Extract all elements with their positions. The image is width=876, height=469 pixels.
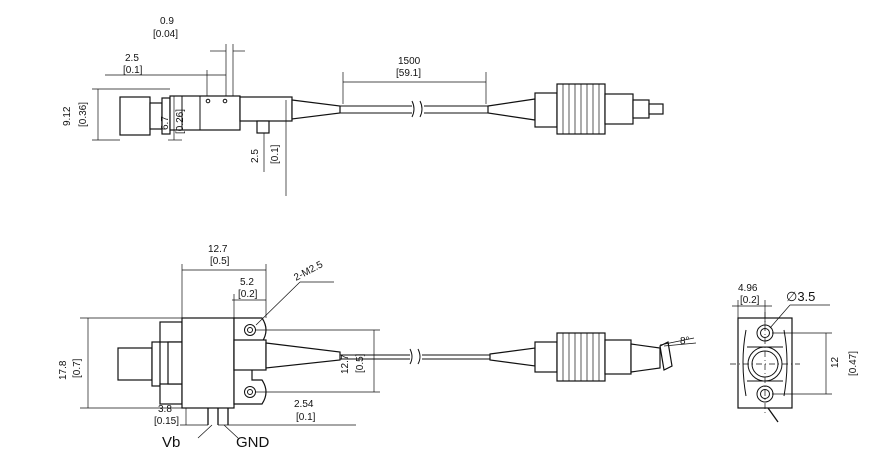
top-gap-mm: 0.9 (160, 16, 174, 27)
pin-label-gnd: GND (236, 434, 270, 451)
top-inner-in: [0.26] (175, 109, 186, 134)
front-pin-mm: 3.8 (158, 404, 172, 415)
top-ferrule-block (239, 96, 293, 122)
pin-label-vb: Vb (162, 434, 180, 451)
top-height-mm: 9.12 (62, 106, 73, 126)
side-width-in: [0.2] (740, 295, 760, 306)
top-laser-block (119, 96, 151, 136)
front-hole-span-in: [0.5] (355, 353, 366, 373)
front-view: 12.7 [0.5] 5.2 [0.2] 2-M2.5 17.8 [0.7] 1… (58, 244, 697, 451)
side-view: 4.96 [0.2] ∅3.5 12 [0.47] (730, 283, 859, 423)
side-height-in: [0.47] (848, 351, 859, 376)
top-pin-mm: 2.5 (250, 149, 261, 163)
front-hole-offset-mm: 5.2 (240, 277, 254, 288)
side-width-mm: 4.96 (738, 283, 758, 294)
front-pitch-in: [0.1] (296, 412, 316, 423)
front-mount-hole-top (244, 324, 256, 336)
front-angle: 8° (680, 336, 690, 347)
top-height-in: [0.36] (78, 102, 89, 127)
top-view: 0.9 [0.04] 2.5 [0.1] 1500 [59.1] 9.12 [0… (62, 16, 664, 196)
front-pitch-mm: 2.54 (294, 399, 314, 410)
front-screw-note: 2-M2.5 (292, 259, 325, 284)
top-offset-in: [0.1] (123, 65, 143, 76)
front-hole-offset-in: [0.2] (238, 289, 258, 300)
front-height-in: [0.7] (72, 358, 83, 378)
side-height-mm: 12 (830, 356, 841, 368)
top-pin-in: [0.1] (270, 144, 281, 164)
front-mount-hole-bottom (244, 386, 256, 398)
top-offset-mm: 2.5 (125, 53, 139, 64)
side-hole-diameter: ∅3.5 (786, 289, 815, 304)
top-pin (256, 120, 270, 134)
top-gap-in: [0.04] (153, 29, 178, 40)
front-laser (117, 347, 153, 381)
front-width-in: [0.5] (210, 256, 230, 267)
front-housing (181, 317, 235, 409)
top-inner-mm: 6.7 (160, 116, 171, 130)
top-cable-in: [59.1] (396, 68, 421, 79)
top-cable-mm: 1500 (398, 56, 421, 67)
front-hole-span-mm: 12.7 (340, 354, 351, 374)
front-height-mm: 17.8 (58, 360, 69, 380)
top-taper (291, 99, 341, 120)
front-width-mm: 12.7 (208, 244, 228, 255)
front-pin-in: [0.15] (154, 416, 179, 427)
